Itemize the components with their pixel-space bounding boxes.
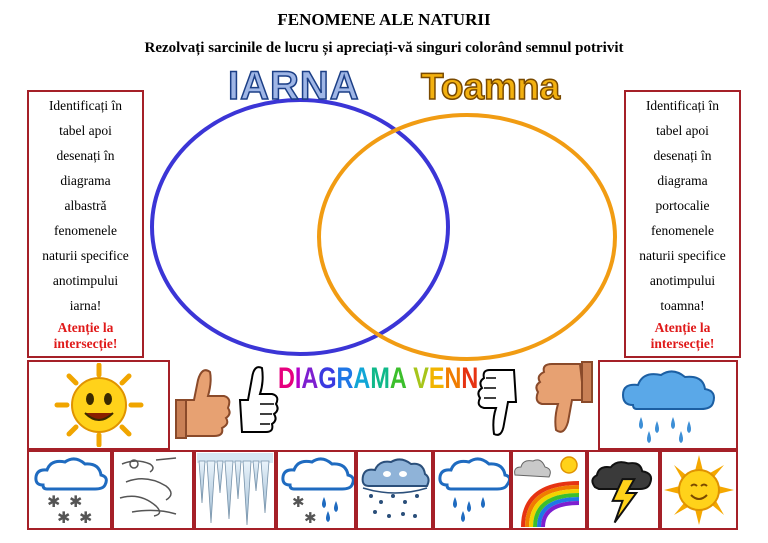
diagram-title-letter: V xyxy=(413,362,429,395)
sun-icon xyxy=(49,363,149,447)
diagram-title-letter: D xyxy=(278,362,295,395)
diagram-title-letter: E xyxy=(429,362,445,395)
lightning-icon xyxy=(589,455,658,525)
attention-line: Atenție la xyxy=(29,320,142,336)
attention-line: intersecție! xyxy=(29,336,142,352)
diagram-title-letter: A xyxy=(301,362,318,395)
thumbs-up-photo-icon[interactable] xyxy=(172,362,234,442)
venn-circle-iarna[interactable] xyxy=(152,100,448,354)
thumbs-up-outline-icon[interactable] xyxy=(232,360,282,440)
rainbow-icon xyxy=(513,453,585,527)
thumbs-down-outline-icon[interactable] xyxy=(470,364,526,444)
rain-cloud-icon xyxy=(435,455,509,525)
instruction-line: Identificați în xyxy=(29,93,142,118)
attention-line: Atenție la xyxy=(626,320,739,336)
weather-cell-sun[interactable] xyxy=(660,450,738,530)
instructions-right-box: Identificați în tabel apoi desenați în d… xyxy=(624,90,741,358)
wind-icon xyxy=(116,454,190,526)
instruction-line: anotimpului xyxy=(29,268,142,293)
weather-cell-rain-cloud[interactable] xyxy=(433,450,511,530)
rain-cloud-icon xyxy=(613,365,723,445)
weather-cell-snow-rain-cloud[interactable]: ✱✱ xyxy=(276,450,356,530)
weather-cell-icicles[interactable] xyxy=(194,450,276,530)
svg-text:✱: ✱ xyxy=(292,493,305,511)
weather-cell-snow-cloud[interactable]: ✱✱✱✱ xyxy=(27,450,112,530)
instruction-line: naturii specifice xyxy=(626,243,739,268)
venn-circle-toamna[interactable] xyxy=(319,115,615,359)
instruction-line: desenați în xyxy=(29,143,142,168)
storm-cloud-icon xyxy=(359,454,431,526)
instruction-line: tabel apoi xyxy=(29,118,142,143)
instruction-line: fenomenele xyxy=(626,218,739,243)
weather-cell-wind[interactable] xyxy=(112,450,194,530)
svg-text:✱: ✱ xyxy=(304,509,317,525)
svg-text:✱: ✱ xyxy=(57,508,70,525)
instruction-line: albastră xyxy=(29,193,142,218)
icicles-icon xyxy=(197,453,273,527)
diagram-title-letter: G xyxy=(318,362,336,395)
diagram-title-letter: A xyxy=(353,362,370,395)
rain-cloud-cell[interactable] xyxy=(598,360,738,450)
instruction-line: diagrama xyxy=(626,168,739,193)
instruction-line: diagrama xyxy=(29,168,142,193)
attention-warning: Atenție la intersecție! xyxy=(29,320,142,352)
instruction-line: naturii specifice xyxy=(29,243,142,268)
weather-cell-storm-cloud[interactable] xyxy=(356,450,433,530)
svg-text:✱: ✱ xyxy=(79,508,92,525)
diagram-venn-title: DIAGRAMA VENN xyxy=(278,362,478,396)
sun-icon xyxy=(662,453,736,527)
instruction-line: iarna! xyxy=(29,293,142,318)
venn-label-toamna: Toamna xyxy=(421,66,560,108)
thumbs-down-photo-icon[interactable] xyxy=(532,360,598,440)
instruction-line: anotimpului xyxy=(626,268,739,293)
instruction-line: tabel apoi xyxy=(626,118,739,143)
snow-rain-cloud-icon: ✱✱ xyxy=(278,455,354,525)
diagram-title-letter: N xyxy=(444,362,461,395)
instruction-line: Identificați în xyxy=(626,93,739,118)
attention-warning: Atenție la intersecție! xyxy=(626,320,739,352)
snow-cloud-icon: ✱✱✱✱ xyxy=(31,455,109,525)
venn-label-iarna: IARNA xyxy=(228,64,360,109)
instruction-line: desenați în xyxy=(626,143,739,168)
instruction-line: toamna! xyxy=(626,293,739,318)
diagram-title-letter: N xyxy=(461,362,478,395)
instruction-line: portocalie xyxy=(626,193,739,218)
diagram-title-letter: R xyxy=(337,362,354,395)
sun-cell[interactable] xyxy=(27,360,170,450)
weather-cell-lightning[interactable] xyxy=(587,450,660,530)
instructions-left-box: Identificați în tabel apoi desenați în d… xyxy=(27,90,144,358)
weather-cell-rainbow[interactable] xyxy=(511,450,587,530)
diagram-title-letter: M xyxy=(370,362,390,395)
diagram-title-letter: A xyxy=(390,362,407,395)
attention-line: intersecție! xyxy=(626,336,739,352)
instruction-line: fenomenele xyxy=(29,218,142,243)
